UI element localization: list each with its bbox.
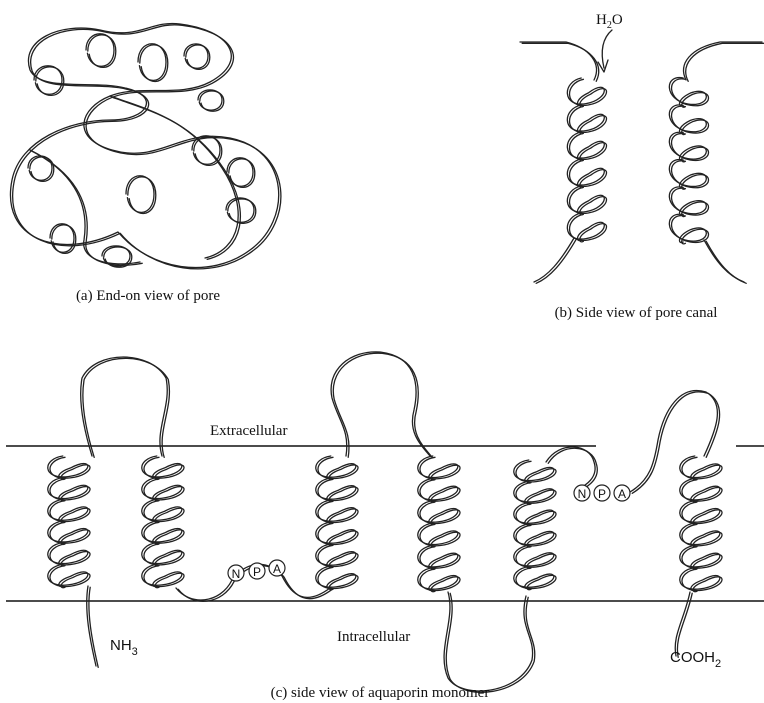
pore-coil-4-edge: [186, 45, 210, 69]
pore-coil-11-edge: [228, 199, 256, 223]
npa-motif-2: N P A: [574, 485, 630, 501]
pore-coil-3-edge: [140, 45, 168, 82]
inner-strand-edge: [112, 97, 240, 259]
npa2-p: P: [598, 487, 606, 501]
npa-motif-1: N P A: [228, 560, 285, 581]
pore-coil-4: [184, 44, 208, 68]
npa2-n: N: [578, 487, 587, 501]
transmembrane-helices: [48, 456, 722, 592]
extracellular-loop-2: [331, 352, 430, 456]
extracellular-loop-1-edge: [83, 358, 170, 457]
extracellular-loop-1: [81, 357, 168, 456]
left-strand-top: [520, 42, 596, 80]
pore-coil-3: [138, 44, 166, 81]
inner-strand: [110, 96, 238, 258]
intracellular-loop-2: [444, 592, 533, 691]
pore-coil-1-edge: [36, 67, 64, 95]
npa1-p: P: [253, 565, 261, 579]
intracellular-label: Intracellular: [337, 629, 410, 645]
pore-helix-coils: [28, 34, 256, 267]
left-strand-top-edge: [522, 43, 598, 81]
pore-coil-10: [227, 158, 253, 186]
canal-helices: [520, 42, 764, 283]
pore-coil-8-edge: [128, 177, 156, 214]
npa2-a: A: [618, 487, 626, 501]
pore-coil-6-edge: [30, 157, 54, 181]
pore-coil-10-edge: [229, 159, 255, 187]
n-terminus-label: NH3: [110, 637, 138, 658]
caption-a: (a) End-on view of pore: [76, 288, 220, 304]
npa1-a: A: [273, 562, 281, 576]
pore-coil-7-edge: [52, 225, 76, 253]
right-strand-top: [684, 42, 762, 80]
water-label: H2O: [596, 12, 623, 31]
right-strand-top-edge: [686, 43, 764, 81]
pore-coil-2-edge: [88, 35, 116, 68]
panel-c-aquaporin-monomer: Extracellular Intracellular NH3 COOH2 N …: [6, 352, 764, 701]
c-terminus-label: COOH2: [670, 649, 721, 670]
right-strand-bottom-edge: [706, 241, 746, 283]
pore-coil-5-edge: [200, 91, 224, 111]
right-strand-bottom: [704, 240, 744, 282]
pore-coil-7: [50, 224, 74, 252]
pore-coil-6: [28, 156, 52, 180]
panel-b-side-view-canal: H2O (b) Side view of pore canal: [520, 12, 764, 321]
pore-coil-1: [34, 66, 62, 94]
npa1-n: N: [232, 567, 241, 581]
intracellular-loop-2-edge: [446, 593, 535, 692]
extracellular-label: Extracellular: [210, 423, 287, 439]
caption-b: (b) Side view of pore canal: [555, 305, 718, 321]
pore-coil-2: [86, 34, 114, 67]
pore-coil-8: [126, 176, 154, 213]
extracellular-loop-2-edge: [333, 353, 432, 457]
left-strand-bottom: [534, 238, 574, 282]
caption-c: (c) side view of aquaporin monomer: [271, 685, 490, 701]
panel-a-end-on-view: (a) End-on view of pore: [10, 23, 280, 304]
